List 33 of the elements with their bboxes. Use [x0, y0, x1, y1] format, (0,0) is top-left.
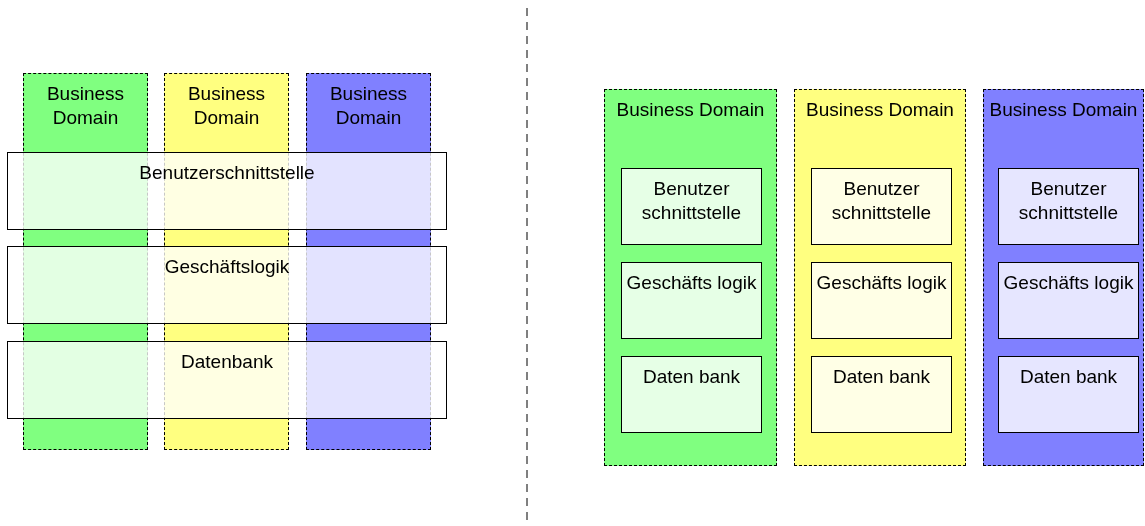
box-label: Geschäfts logik: [626, 271, 757, 295]
domain-column: [604, 89, 777, 466]
layer-box: [998, 262, 1139, 339]
box-label: Daten bank: [1019, 365, 1118, 389]
box-label: Benutzer schnittstelle: [640, 177, 743, 225]
layer-box: [811, 356, 952, 433]
layer-band: [7, 341, 447, 419]
box-label: Datenbank: [181, 350, 273, 374]
box-label: Daten bank: [642, 365, 741, 389]
box-label: Business Domain: [45, 82, 126, 130]
layer-band: [7, 152, 447, 230]
box-label: Benutzer schnittstelle: [1017, 177, 1120, 225]
box-label: Business Domain: [328, 82, 409, 130]
box-label: Daten bank: [832, 365, 931, 389]
box-label: Business Domain: [186, 82, 267, 130]
layer-band: [7, 246, 447, 324]
layer-box: [621, 356, 762, 433]
box-label: Geschäfts logik: [816, 271, 947, 295]
domain-column: [983, 89, 1144, 466]
domain-column: [794, 89, 966, 466]
layer-box: [621, 168, 762, 245]
layer-box: [621, 262, 762, 339]
layer-box: [998, 168, 1139, 245]
box-label: Geschäfts logik: [1003, 271, 1134, 295]
box-label: Business Domain: [989, 98, 1138, 122]
layer-box: [811, 168, 952, 245]
layer-box: [811, 262, 952, 339]
layer-box: [998, 356, 1139, 433]
box-label: Benutzerschnittstelle: [139, 161, 315, 185]
box-label: Benutzer schnittstelle: [830, 177, 933, 225]
box-label: Business Domain: [806, 98, 954, 122]
box-label: Geschäftslogik: [164, 255, 290, 279]
box-label: Business Domain: [616, 98, 765, 122]
